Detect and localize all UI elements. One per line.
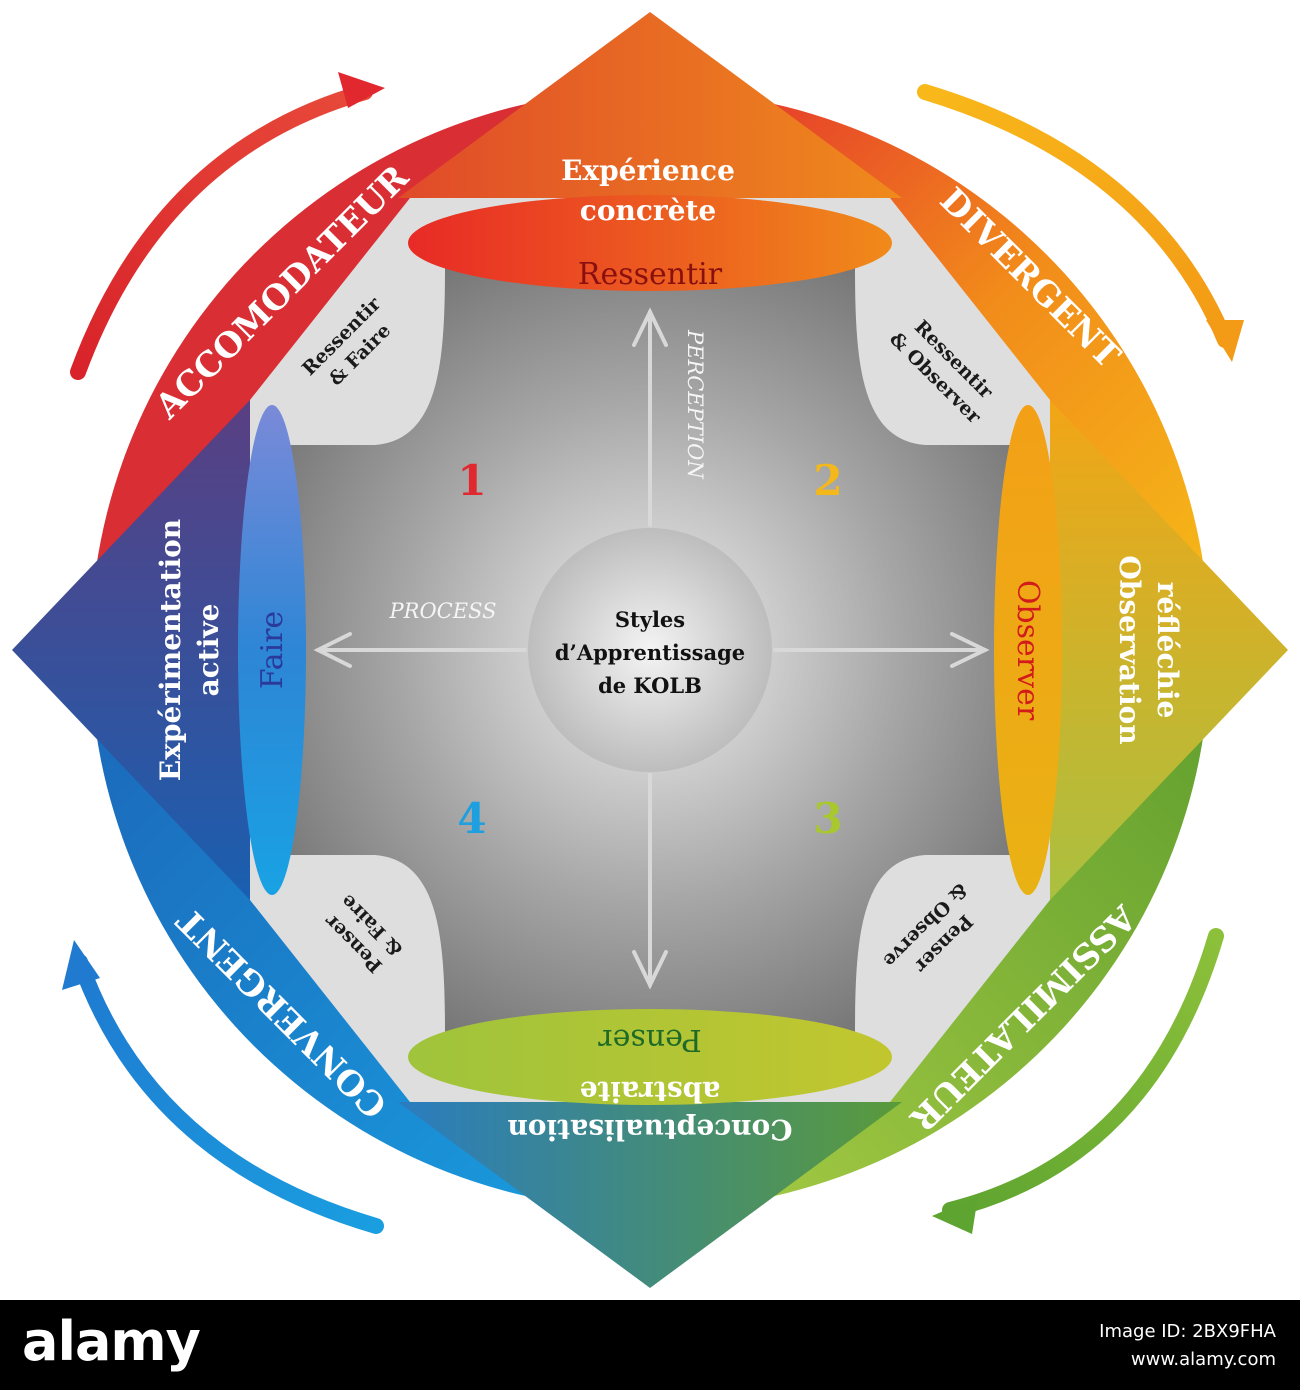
pole-bottom-verb: Penser [598,1022,702,1057]
flow-arrow-bottom-right [932,928,1224,1234]
pole-top-verb: Ressentir [578,257,723,292]
pole-left-title: Expérimentation active [154,519,225,781]
footer-bar: alamy Image ID: 2BX9FHA www.alamy.com [0,1300,1300,1390]
pole-top-title-line1: Expérience [561,154,735,187]
pole-ellipse-bottom [408,1009,892,1105]
pole-bottom-title: Conceptualisation abstraite [508,1075,793,1146]
diamond-right-triangle [1050,400,1288,900]
svg-text:abstraite: abstraite [580,1075,721,1108]
center-title-line3: de KOLB [598,673,702,698]
site-url: www.alamy.com [1130,1349,1276,1370]
pole-ellipse-top [408,195,892,291]
pole-top-title-line2: concrète [580,194,716,227]
quadrant-number-1: 1 [457,456,486,505]
axis-label-perception: PERCEPTION [683,329,707,479]
svg-text:réfléchie: réfléchie [1151,582,1184,719]
diamond-top-triangle [398,12,902,198]
pole-ellipse-left [238,405,306,895]
flow-arrow-top-right [917,84,1244,362]
image-meta: Image ID: 2BX9FHA www.alamy.com [1099,1318,1276,1374]
image-id: Image ID: 2BX9FHA [1099,1321,1276,1342]
pole-ellipse-right [994,405,1062,895]
brand-logo: alamy [22,1310,201,1373]
pole-left-verb: Faire [255,611,290,689]
pole-right-title: Observation réfléchie [1113,555,1184,744]
axis-label-process: PROCESS [389,599,497,623]
diamond-left-triangle [12,400,250,900]
center-circle [528,528,772,772]
svg-text:active: active [192,604,225,697]
axis-arrows [313,307,990,990]
svg-text:Observation: Observation [1113,555,1146,744]
svg-text:Conceptualisation: Conceptualisation [508,1113,793,1146]
center-title-line1: Styles [615,607,685,632]
quadrant-number-4: 4 [457,794,486,843]
quadrant-number-2: 2 [813,456,842,505]
pole-right-verb: Observer [1010,580,1045,721]
flow-arrow-bottom-left [62,940,384,1234]
center-title-line2: d’Apprentissage [555,640,745,665]
flow-arrow-top-left [70,72,385,380]
kolb-learning-styles-diagram: Styles d’Apprentissage de KOLB PERCEPTIO… [12,12,1288,1288]
quadrant-number-3: 3 [813,794,842,843]
diamond-bottom-triangle [398,1102,902,1288]
svg-text:Expérimentation: Expérimentation [154,519,187,781]
